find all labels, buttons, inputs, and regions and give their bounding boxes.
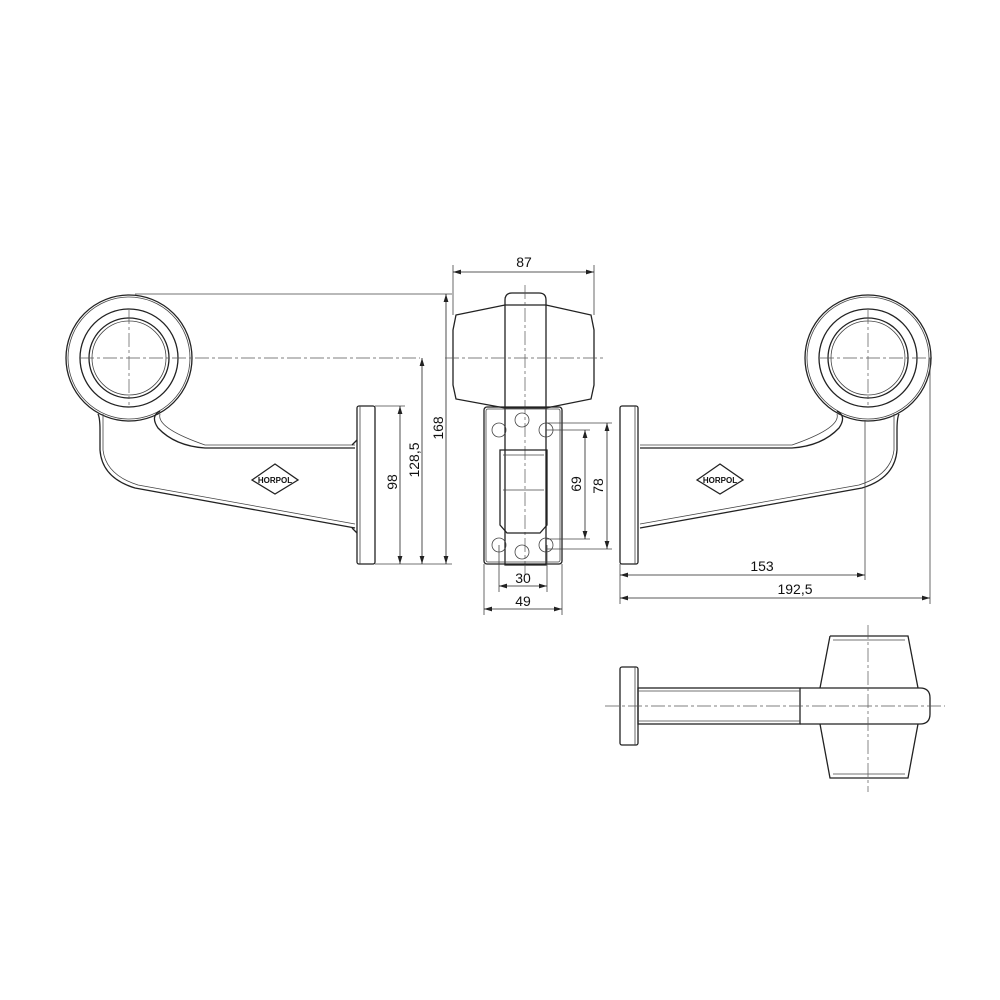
horpol-logo: HORPOL	[250, 463, 300, 495]
mounting-holes	[491, 412, 554, 560]
svg-text:HORPOL: HORPOL	[703, 476, 737, 485]
dim-153: 153	[750, 558, 774, 574]
dim-78: 78	[590, 478, 606, 494]
dim-87: 87	[516, 254, 532, 270]
dim-49: 49	[515, 593, 531, 609]
right-side-view: HORPOL 153 192,5	[619, 294, 935, 604]
horpol-logo: HORPOL	[695, 463, 745, 495]
svg-text:HORPOL: HORPOL	[258, 476, 292, 485]
left-side-view: HORPOL 98 128,5 168	[65, 293, 452, 565]
top-view	[605, 625, 945, 792]
dim-128-5: 128,5	[406, 442, 422, 477]
dim-168: 168	[430, 416, 446, 440]
dim-98: 98	[384, 474, 400, 490]
front-view: 87 69 78 30 49	[445, 254, 612, 615]
dim-30: 30	[515, 570, 531, 586]
dim-69: 69	[568, 476, 584, 492]
dim-192-5: 192,5	[777, 581, 812, 597]
